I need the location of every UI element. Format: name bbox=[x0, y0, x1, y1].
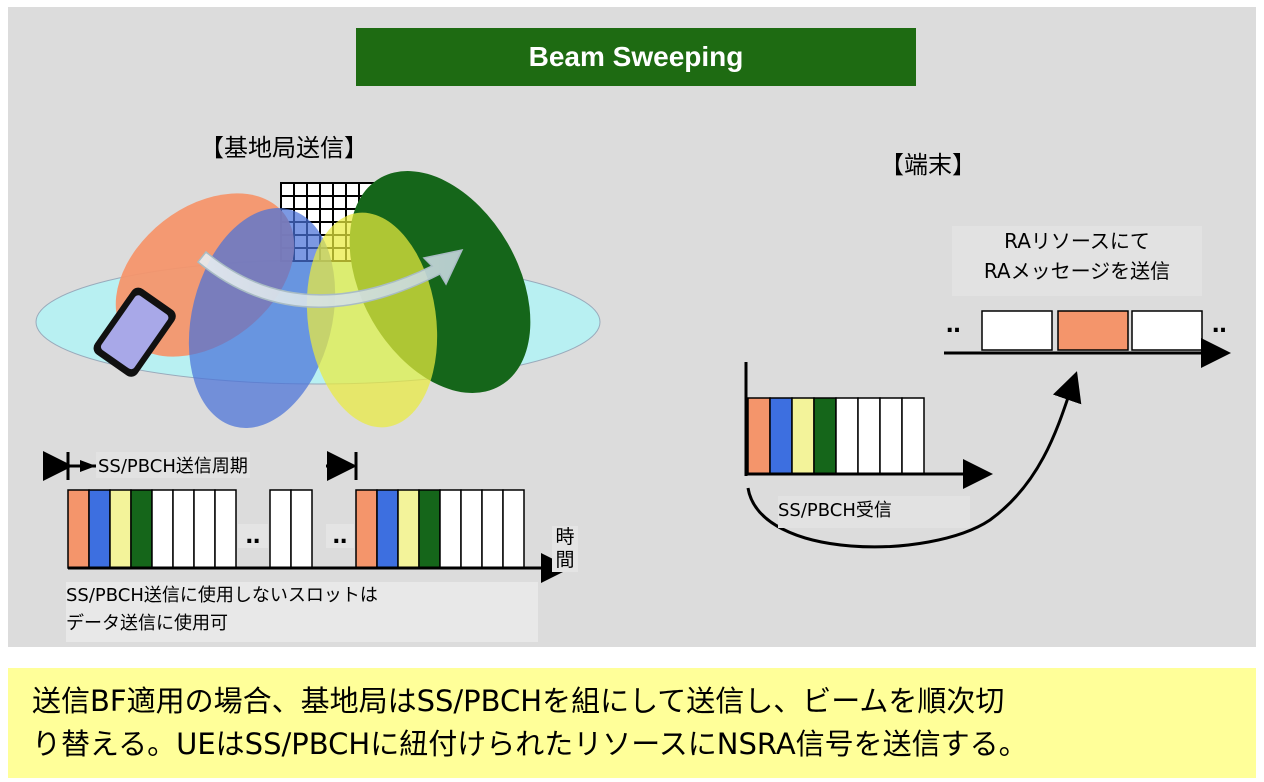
slot bbox=[460, 489, 483, 569]
ss-pbch-receive-label: SS/PBCH受信 bbox=[778, 496, 970, 528]
slot bbox=[418, 489, 441, 569]
ra-line-2: RAメッセージを送信 bbox=[983, 259, 1171, 283]
time-axis-label: 時間 bbox=[552, 526, 578, 572]
slot bbox=[269, 489, 292, 569]
diagram-title: Beam Sweeping bbox=[356, 28, 916, 86]
ra-message-label: RAリソースにて RAメッセージを送信 bbox=[952, 226, 1202, 296]
base-station-label: 【基地局送信】 bbox=[200, 134, 368, 162]
ra-ellipsis-left: ‥ bbox=[946, 313, 961, 338]
unused-note-line-2: データ送信に使用可 bbox=[66, 613, 228, 634]
bs-ellipsis-1: ‥ bbox=[238, 524, 268, 549]
summary-line-1: 送信BF適用の場合、基地局はSS/PBCHを組にして送信し、ビームを順次切 bbox=[32, 684, 1005, 718]
unused-note-line-1: SS/PBCH送信に使用しないスロットは bbox=[66, 585, 378, 606]
slot bbox=[172, 489, 195, 569]
slot bbox=[151, 489, 174, 569]
response-curve-arrow bbox=[746, 371, 1082, 549]
slot bbox=[502, 489, 525, 569]
ss-pbch-period-label: SS/PBCH送信周期 bbox=[96, 452, 250, 478]
slot bbox=[355, 489, 378, 569]
ra-slot-row bbox=[981, 310, 1203, 351]
ra-ellipsis-right: ‥ bbox=[1212, 313, 1227, 338]
beam-blue bbox=[188, 208, 336, 428]
slot bbox=[130, 489, 153, 569]
ue-slot-row bbox=[747, 397, 925, 475]
bs-slot-row bbox=[67, 489, 525, 569]
slot bbox=[290, 489, 313, 569]
slot bbox=[214, 489, 237, 569]
slot bbox=[397, 489, 420, 569]
slot bbox=[109, 489, 132, 569]
bs-ellipsis-2: ‥ bbox=[326, 524, 354, 549]
slot bbox=[439, 489, 462, 569]
summary-caption: 送信BF適用の場合、基地局はSS/PBCHを組にして送信し、ビームを順次切 り替… bbox=[8, 668, 1256, 778]
slot bbox=[67, 489, 90, 569]
ra-line-1: RAリソースにて bbox=[1004, 229, 1150, 253]
terminal-label: 【端末】 bbox=[880, 151, 976, 179]
phone-left-icon bbox=[93, 287, 176, 377]
summary-line-2: り替える。UEはSS/PBCHに紐付けられたリソースにNSRA信号を送信する。 bbox=[32, 727, 1028, 761]
slot bbox=[481, 489, 504, 569]
slot bbox=[376, 489, 399, 569]
slot bbox=[88, 489, 111, 569]
beam-yellow bbox=[306, 212, 438, 428]
beam-sweep-arrow bbox=[196, 248, 464, 308]
unused-slot-note: SS/PBCH送信に使用しないスロットは データ送信に使用可 bbox=[66, 582, 538, 642]
slot bbox=[193, 489, 216, 569]
